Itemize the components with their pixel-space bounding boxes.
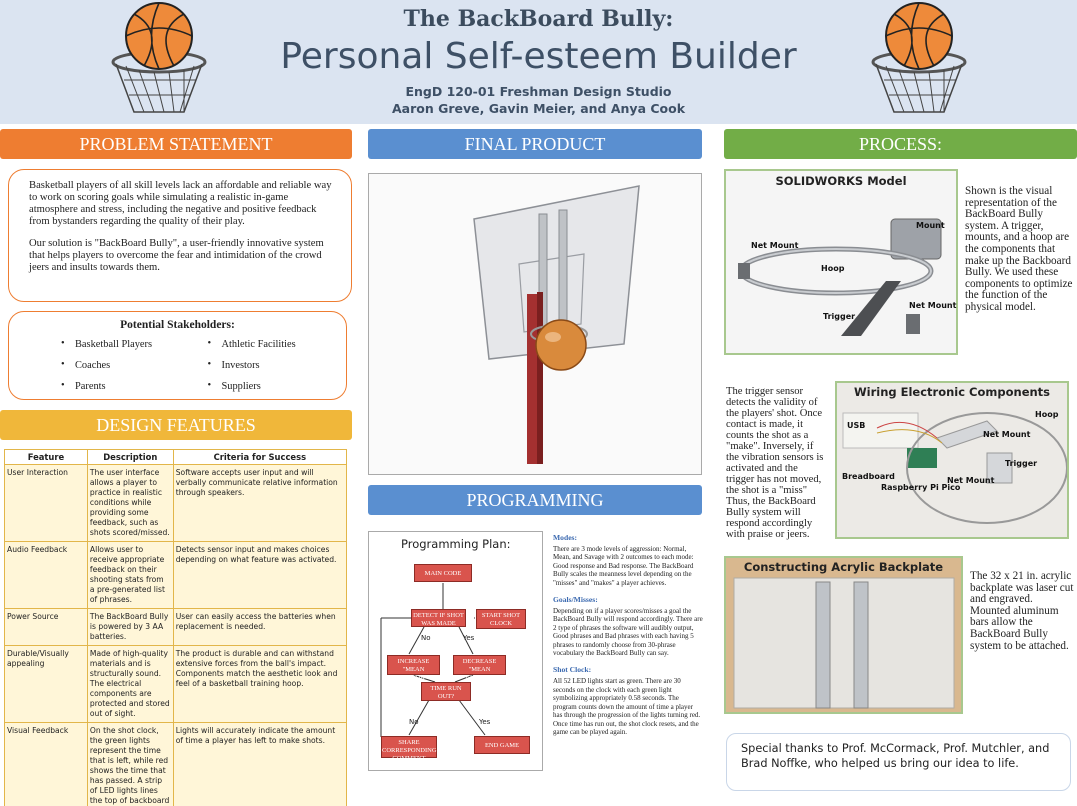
flow-node-main: MAIN CODE (414, 564, 472, 582)
basketball-hoop-right-icon (871, 2, 967, 113)
description-cell: On the shot clock, the green lights repr… (86, 722, 174, 806)
shot-clock-heading: Shot Clock: (553, 665, 592, 675)
poster-subtitle: Personal Self-esteem Builder (280, 36, 797, 77)
stakeholder-item: Athletic Facilities (208, 338, 335, 350)
flow-node-increase: INCREASE "MEAN FACTOR" (387, 655, 440, 681)
final-product-heading: FINAL PRODUCT (368, 129, 702, 159)
design-features-heading: DESIGN FEATURES (0, 410, 352, 440)
solidworks-model-image: SOLIDWORKS Model Net Mount Mount Hoop Ne… (724, 169, 958, 355)
feature-cell: Power Source (4, 608, 88, 646)
programming-notes: Modes: There are 3 mode levels of aggres… (553, 533, 703, 736)
column-header: Feature (4, 449, 88, 465)
stakeholder-item: Suppliers (208, 380, 335, 392)
design-features-table: Feature Description Criteria for Success… (4, 449, 348, 806)
flow-node-decrease: DECREASE "MEAN FACTOR" (453, 655, 506, 681)
feature-cell: Durable/Visually appealing (4, 645, 88, 723)
stakeholder-item: Coaches (61, 359, 188, 371)
flow-node-detect: DETECT IF SHOT WAS MADE (411, 609, 466, 627)
label-net-mount: Net Mount (751, 241, 799, 250)
flow-label-yes: Yes (463, 634, 475, 642)
table-row: Audio Feedback Allows user to receive ap… (4, 541, 348, 609)
flow-label-no: No (409, 718, 419, 726)
stakeholder-item: Parents (61, 380, 188, 392)
stakeholders-title: Potential Stakeholders: (120, 319, 235, 331)
stakeholders-right-list: Athletic Facilities Investors Suppliers (208, 338, 335, 402)
flowchart-arrows (380, 583, 486, 737)
feature-cell: User Interaction (4, 464, 88, 542)
label-breadboard: Breadboard (842, 472, 895, 481)
table-row: User Interaction The user interface allo… (4, 464, 348, 542)
wiring-title: Wiring Electronic Components (853, 385, 1051, 399)
programming-plan-title: Programming Plan: (401, 537, 511, 551)
hoop-render-icon (473, 185, 640, 464)
wiring-description: The trigger sensor detects the validity … (726, 386, 824, 540)
table-row: Visual Feedback On the shot clock, the g… (4, 722, 348, 806)
solidworks-title: SOLIDWORKS Model (775, 174, 907, 188)
programming-heading: PROGRAMMING (368, 485, 702, 515)
problem-paragraph-2: Our solution is "BackBoard Bully", a use… (29, 238, 324, 273)
criteria-cell: Detects sensor input and makes choices d… (172, 541, 348, 609)
solidworks-render-icon (738, 218, 942, 336)
process-heading: PROCESS: (724, 129, 1077, 159)
stakeholders-left-list: Basketball Players Coaches Parents (61, 338, 188, 402)
goals-text: Depending on if a player scores/misses a… (553, 607, 703, 658)
problem-statement-heading: PROBLEM STATEMENT (0, 129, 352, 159)
modes-text: There are 3 mode levels of aggression: N… (553, 545, 694, 587)
feature-cell: Audio Feedback (4, 541, 88, 609)
stakeholder-item: Basketball Players (61, 338, 188, 350)
criteria-cell: User can easily access the batteries whe… (172, 608, 348, 646)
wiring-image: Wiring Electronic Components USB Hoop Ne… (835, 381, 1069, 539)
acrylic-photo-icon (733, 577, 955, 709)
stakeholders-box: Potential Stakeholders: Basketball Playe… (8, 311, 347, 400)
flow-label-no: No (421, 634, 431, 642)
flow-label-yes: Yes (479, 718, 491, 726)
thanks-box: Special thanks to Prof. McCormack, Prof.… (726, 733, 1071, 791)
poster-title: The BackBoard Bully: (403, 6, 674, 32)
author-names: Aaron Greve, Gavin Meier, and Anya Cook (391, 101, 686, 116)
acrylic-title: Constructing Acrylic Backplate (743, 560, 944, 574)
label-hoop: Hoop (821, 264, 845, 273)
criteria-cell: Software accepts user input and will ver… (172, 464, 348, 542)
label-trigger: Trigger (823, 312, 856, 321)
label-usb: USB (847, 421, 866, 430)
description-cell: The BackBoard Bully is powered by 3 AA b… (86, 608, 174, 646)
flow-node-share: SHARE CORRESPONDING COMMENT (381, 736, 437, 762)
table-header-row: Feature Description Criteria for Success (4, 449, 348, 465)
design-features-table-wrap: Feature Description Criteria for Success… (4, 449, 348, 806)
label-hoop: Hoop (1035, 410, 1059, 419)
basketball-hoop-left-icon (111, 2, 207, 113)
label-net-mount: Net Mount (983, 430, 1031, 439)
solidworks-description: Shown is the visual representation of th… (965, 185, 1073, 313)
flow-node-time: TIME RUN OUT? (421, 682, 471, 701)
problem-statement-box: Basketball players of all skill levels l… (8, 169, 352, 302)
acrylic-description: The 32 x 21 in. acrylic backplate was la… (970, 570, 1074, 652)
label-trigger: Trigger (1005, 459, 1038, 468)
flow-node-end: END GAME (474, 736, 530, 754)
programming-plan-box: Programming Plan: MAIN CODE DETECT IF SH… (368, 531, 543, 771)
wiring-photo-icon (842, 412, 1067, 524)
criteria-cell: Lights will accurately indicate the amou… (172, 722, 348, 806)
label-net-mount: Net Mount (909, 301, 957, 310)
modes-heading: Modes: (553, 533, 578, 542)
label-net-mount: Net Mount (947, 476, 995, 485)
description-cell: The user interface allows a player to pr… (86, 464, 174, 542)
label-mount: Mount (916, 221, 945, 230)
column-header: Description (86, 449, 174, 465)
shot-clock-text: All 52 LED lights start as green. There … (553, 677, 701, 736)
course-name: EngD 120-01 Freshman Design Studio (405, 84, 672, 99)
goals-heading: Goals/Misses: (553, 595, 598, 605)
label-raspberry-pi-pico: Raspberry Pi Pico (881, 483, 961, 492)
final-product-image (368, 173, 702, 475)
flow-node-start: START SHOT CLOCK (476, 609, 526, 629)
table-row: Durable/Visually appealing Made of high-… (4, 645, 348, 723)
feature-cell: Visual Feedback (4, 722, 88, 806)
problem-paragraph-1: Basketball players of all skill levels l… (29, 180, 332, 227)
criteria-cell: The product is durable and can withstand… (172, 645, 348, 723)
stakeholder-item: Investors (208, 359, 335, 371)
table-row: Power Source The BackBoard Bully is powe… (4, 608, 348, 646)
description-cell: Allows user to receive appropriate feedb… (86, 541, 174, 609)
column-header: Criteria for Success (172, 449, 348, 465)
acrylic-backplate-image: Constructing Acrylic Backplate (724, 556, 963, 714)
description-cell: Made of high-quality materials and is st… (86, 645, 174, 723)
